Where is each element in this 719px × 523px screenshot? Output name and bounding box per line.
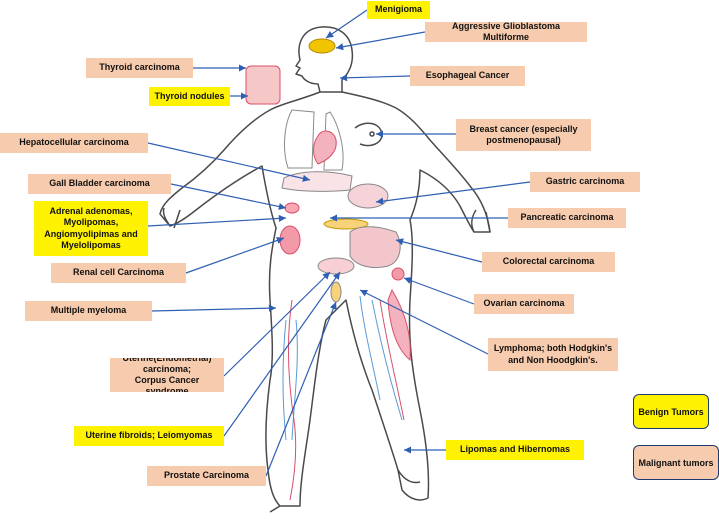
arrow-hepatocellular [147,142,311,182]
arrow-gastric [375,181,531,205]
arrows [147,9,531,477]
label-myeloma: Multiple myeloma [25,301,152,321]
arrow-uterine-endometrial [223,271,331,377]
leg-veins [282,295,403,441]
label-ovarian: Ovarian carcinoma [474,294,574,314]
label-adrenal: Adrenal adenomas, Myolipomas, Angiomyoli… [34,201,148,256]
arrow-myeloma [151,304,277,312]
label-breast: Breast cancer (especially postmenopausal… [456,119,591,151]
thigh-muscle [387,288,411,362]
label-renal: Renal cell Carcinoma [51,263,186,283]
arrow-adrenal [147,214,287,227]
label-esophageal: Esophageal Cancer [410,66,525,86]
label-uterine-endometrial: Uterine(Endometrial) carcinoma; Corpus C… [110,358,224,392]
arrow-renal [185,237,285,274]
label-menigioma: Menigioma [367,1,430,19]
arrow-prostate [265,301,337,477]
brain-tumor [308,38,336,54]
lungs [284,109,344,171]
prostate [330,281,342,303]
liver [281,171,353,192]
label-gastric: Gastric carcinoma [530,172,640,192]
intestines [349,226,401,269]
label-thyroid-nodules: Thyroid nodules [149,87,230,106]
arrow-ovarian [403,277,475,305]
label-glioblastoma: Aggressive Glioblastoma Multiforme [425,22,587,42]
arrow-lymphoma [359,289,489,355]
arrow-gallbladder [170,183,287,211]
label-uterine-fibroids: Uterine fibroids; Leiomyomas [74,426,224,446]
arrow-uterine-fibroids [223,271,341,437]
label-prostate: Prostate Carcinoma [147,466,266,486]
organs [245,38,411,501]
arrow-menigioma [325,9,368,39]
label-hepatocellular: Hepatocellular carcinoma [0,133,148,153]
label-lipomas: Lipomas and Hibernomas [446,440,584,460]
label-gallbladder: Gall Bladder carcinoma [28,174,171,194]
ovary [391,267,405,281]
thyroid [245,65,281,105]
legend-benign: Benign Tumors [633,394,709,429]
arrow-esophageal [339,74,411,82]
gallbladder [284,202,300,214]
label-colorectal: Colorectal carcinoma [482,252,615,272]
arrow-colorectal [395,238,483,263]
stomach [347,183,389,209]
kidney [279,225,301,255]
uterus [317,257,355,275]
heart [313,130,337,165]
label-lymphoma: Lymphoma; both Hodgkin's and Non Hoodgki… [488,338,618,371]
label-thyroid-carcinoma: Thyroid carcinoma [86,58,193,78]
leg-arteries [287,299,405,501]
legend-malignant: Malignant tumors [633,445,719,480]
label-pancreatic: Pancreatic carcinoma [508,208,626,228]
arrow-glioblastoma [335,31,426,51]
